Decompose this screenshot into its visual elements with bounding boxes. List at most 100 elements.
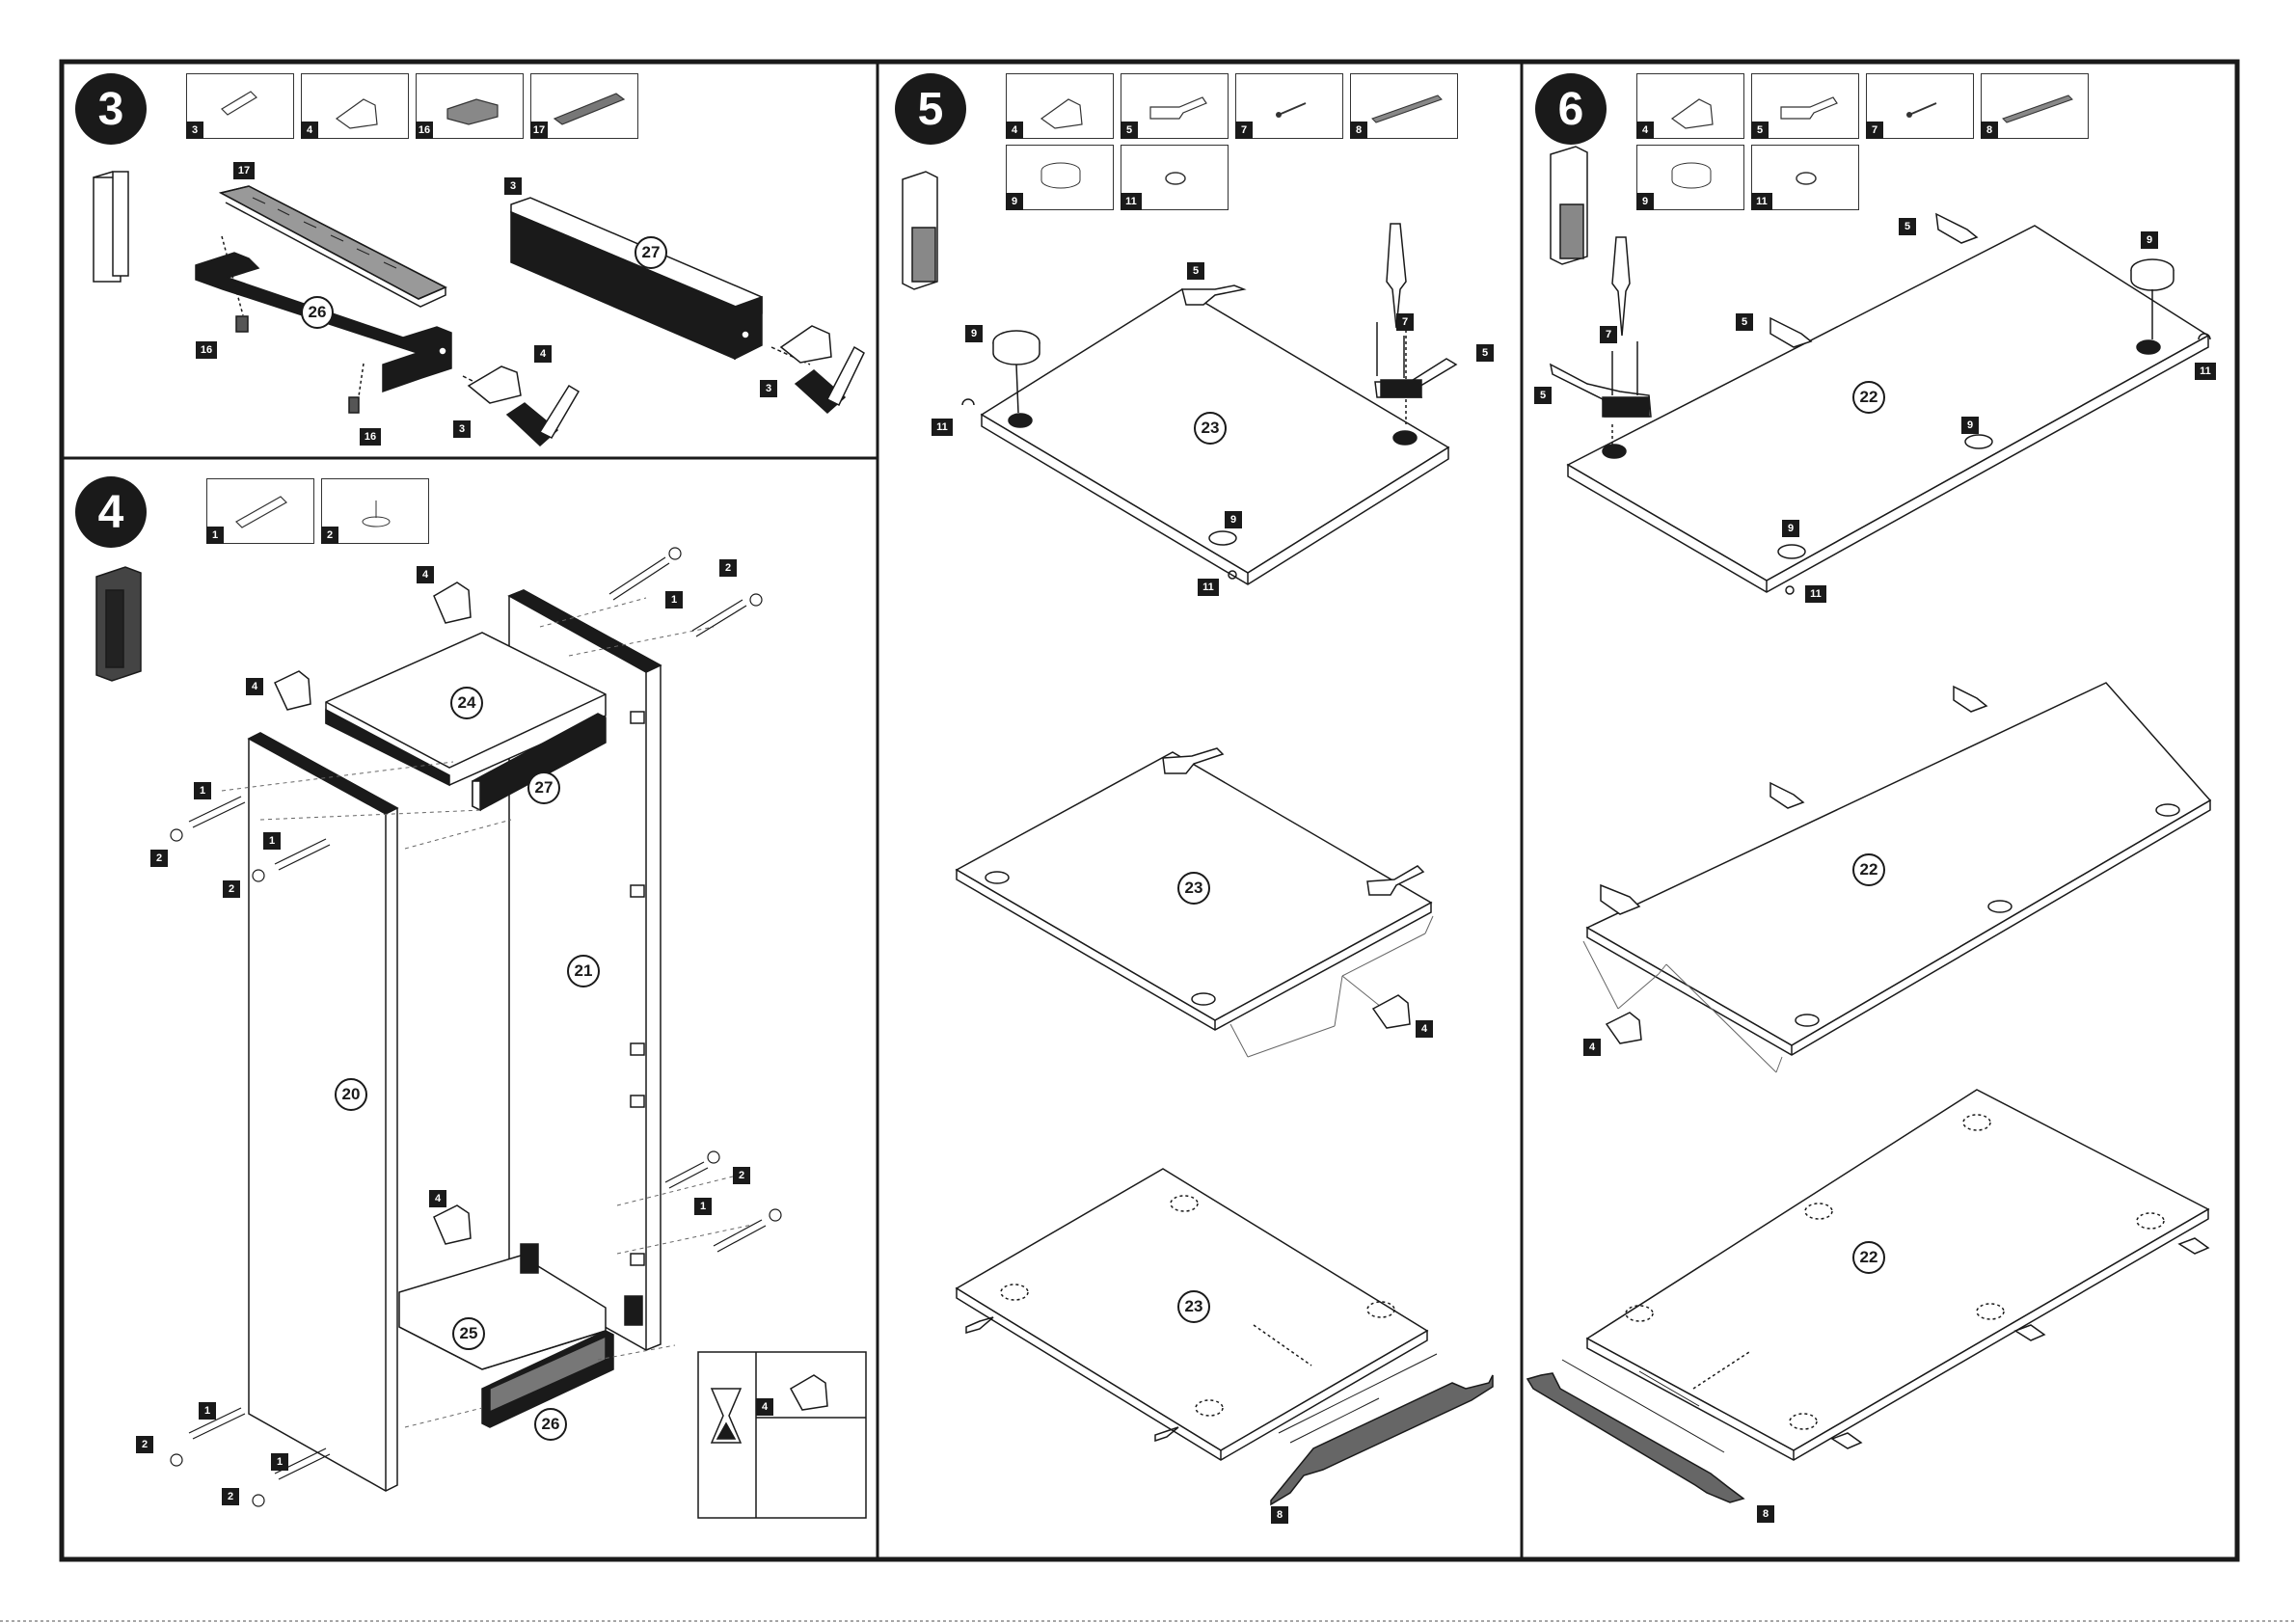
part-box-dowel: 3 [186,73,294,139]
dowel-label: 1 [694,1198,712,1215]
door-panel-label: 22 [1852,1241,1885,1274]
hinge-label: 5 [1187,262,1204,280]
part-label: 11 [1121,193,1142,210]
dowel-label: 1 [194,782,211,799]
door-panel-label: 22 [1852,381,1885,414]
cup-label: 9 [1782,520,1799,537]
part-label: 1 [206,527,224,544]
clip-label: 16 [196,341,217,359]
pin-label: 2 [136,1436,153,1453]
part-box-strip: 8 [1350,73,1458,139]
hinge-label: 5 [1899,218,1916,235]
part-label: 7 [1866,122,1883,139]
strip-label: 8 [1757,1505,1774,1523]
part-box-dowel-long: 1 [206,478,314,544]
part-box-glue: 4 [301,73,409,139]
bumper-label: 11 [1198,579,1219,596]
step6-drawing [1527,147,2210,1502]
board-label: 27 [635,236,667,269]
top-panel-label: 24 [450,687,483,719]
part-label: 5 [1751,122,1769,139]
glue-label: 4 [429,1190,446,1207]
bottom-panel-label: 25 [452,1317,485,1350]
step3-drawing [94,172,864,446]
glue-label: 4 [1583,1039,1601,1056]
step-5-badge: 5 [895,73,966,145]
hinge-label: 5 [1534,387,1552,404]
bumper-label: 11 [932,419,953,436]
glue-label: 4 [534,345,552,363]
part-box-tray: 17 [530,73,638,139]
part-label: 3 [186,122,203,139]
dowel-label: 1 [199,1402,216,1420]
strip-label: 8 [1271,1506,1288,1524]
step-4-badge: 4 [75,476,147,548]
step-3-badge: 3 [75,73,147,145]
pin-label: 2 [223,880,240,898]
part-box-cup: 9 [1636,145,1744,210]
part-box-hinge: 5 [1121,73,1229,139]
part-label: 16 [416,122,433,139]
part-label: 4 [1006,122,1023,139]
glue-label: 4 [756,1398,773,1416]
part-label: 11 [1751,193,1772,210]
part-label: 4 [1636,122,1654,139]
door-panel-label: 22 [1852,853,1885,886]
part-box-cup: 9 [1006,145,1114,210]
pin-label: 2 [733,1167,750,1184]
screw-label: 7 [1600,326,1617,343]
part-label: 9 [1006,193,1023,210]
glue-label: 4 [246,678,263,695]
dowel-label: 3 [760,380,777,397]
part-label: 8 [1981,122,1998,139]
tray-label: 17 [233,162,255,179]
part-box-glue: 4 [1636,73,1744,139]
door-panel-label: 23 [1194,412,1227,445]
bumper-label: 11 [2195,363,2216,380]
rail-label: 27 [527,771,560,804]
part-label: 9 [1636,193,1654,210]
dowel-label: 1 [665,591,683,609]
part-box-screw: 7 [1235,73,1343,139]
part-box-strip: 8 [1981,73,2089,139]
part-label: 5 [1121,122,1138,139]
part-box-screw: 7 [1866,73,1974,139]
hinge-label: 5 [1736,313,1753,331]
part-label: 8 [1350,122,1367,139]
cup-label: 9 [1225,511,1242,528]
dowel-label: 3 [504,177,522,195]
screw-label: 7 [1396,313,1414,331]
glue-label: 4 [417,566,434,583]
part-box-glue: 4 [1006,73,1114,139]
part-box-foot: 2 [321,478,429,544]
right-panel-label: 21 [567,955,600,987]
part-label: 4 [301,122,318,139]
part-box-bumper: 11 [1751,145,1859,210]
step-6-badge: 6 [1535,73,1607,145]
dowel-label: 1 [263,832,281,850]
hinge-label: 5 [1476,344,1494,362]
door-panel-label: 23 [1177,1290,1210,1323]
dowel-label: 3 [453,420,471,438]
part-box-bumper: 11 [1121,145,1229,210]
bumper-label: 11 [1805,585,1826,603]
plinth-label: 26 [301,296,334,329]
cup-label: 9 [965,325,983,342]
part-label: 17 [530,122,548,139]
step4-drawing [96,548,866,1518]
pin-label: 2 [719,559,737,577]
part-box-hinge: 5 [1751,73,1859,139]
glue-label: 4 [1416,1020,1433,1038]
clip-label: 16 [360,428,381,446]
part-label: 2 [321,527,338,544]
dowel-label: 1 [271,1453,288,1471]
part-box-clip: 16 [416,73,524,139]
cup-label: 9 [1961,417,1979,434]
left-panel-label: 20 [335,1078,367,1111]
plinth-label: 26 [534,1408,567,1441]
cup-label: 9 [2141,231,2158,249]
door-panel-label: 23 [1177,872,1210,905]
part-label: 7 [1235,122,1253,139]
pin-label: 2 [222,1488,239,1505]
